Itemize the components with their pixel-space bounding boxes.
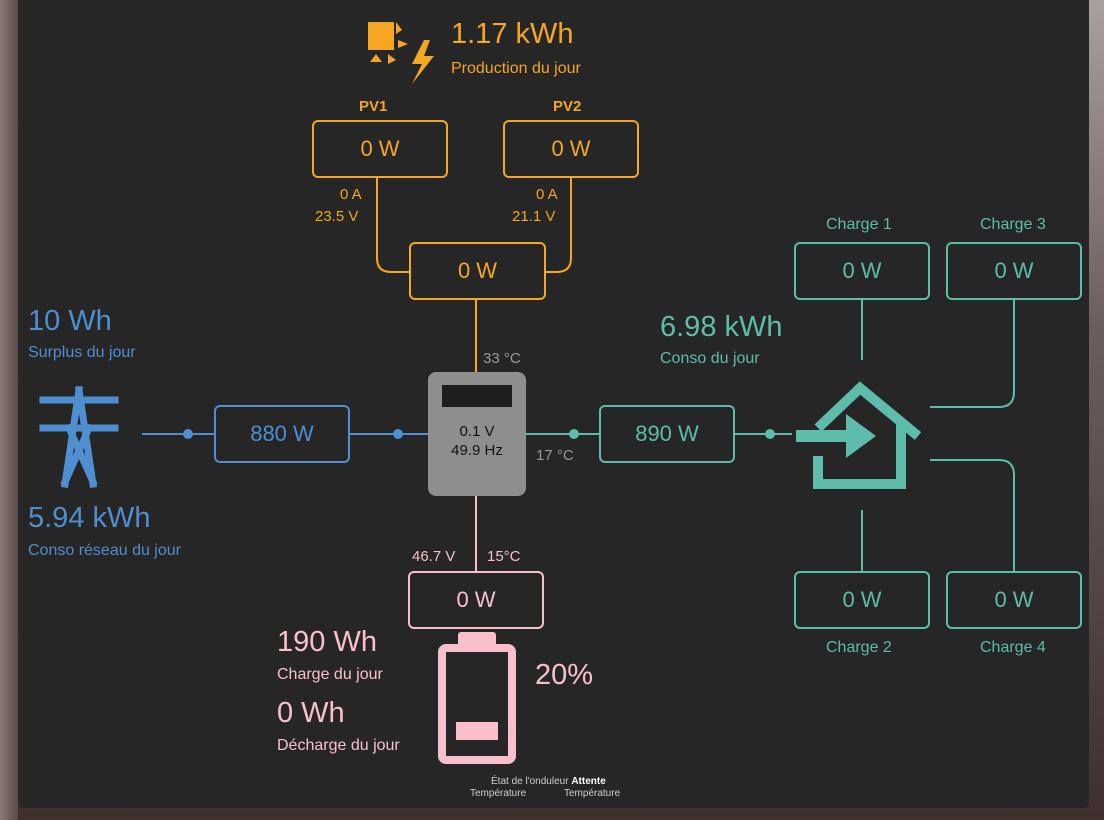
grid-surplus-value: 10 Wh <box>28 305 112 338</box>
inverter-display <box>442 385 512 407</box>
pv1-current: 0 A <box>340 186 362 203</box>
pv2-power-box[interactable]: 0 W <box>503 120 639 178</box>
inverter-voltage: 0.1 V <box>428 423 526 440</box>
production-value: 1.17 kWh <box>451 18 574 51</box>
pv1-voltage: 23.5 V <box>315 208 358 225</box>
footer-temp-label-2: Température <box>564 788 620 799</box>
inverter-temp-top: 33 °C <box>483 350 521 367</box>
inverter-status-label: État de l'onduleur <box>491 776 569 787</box>
inverter-frequency: 49.9 Hz <box>428 442 526 459</box>
inverter-status: État de l'onduleur Attente <box>491 776 606 787</box>
battery-soc: 20% <box>535 659 593 692</box>
footer-temp-label-1: Température <box>470 788 526 799</box>
pv1-power-box[interactable]: 0 W <box>312 120 448 178</box>
battery-icon <box>438 632 516 760</box>
charge3-label: Charge 3 <box>980 216 1046 234</box>
inverter-temp-right: 17 °C <box>536 447 574 464</box>
battery-discharge-label: Décharge du jour <box>277 737 400 755</box>
grid-surplus-label: Surplus du jour <box>28 344 136 362</box>
charge4-label: Charge 4 <box>980 639 1046 657</box>
charge2-power-box[interactable]: 0 W <box>794 571 930 629</box>
pv2-voltage: 21.1 V <box>512 208 555 225</box>
inverter-status-value: Attente <box>571 776 605 787</box>
charge3-power-box[interactable]: 0 W <box>946 242 1082 300</box>
pv2-title: PV2 <box>553 98 581 115</box>
charge1-label: Charge 1 <box>826 216 892 234</box>
charge2-label: Charge 2 <box>826 639 892 657</box>
battery-voltage: 46.7 V <box>412 548 455 565</box>
pv1-title: PV1 <box>359 98 387 115</box>
charge4-power-box[interactable]: 0 W <box>946 571 1082 629</box>
grid-pylon-icon <box>37 384 121 488</box>
load-consumption-label: Conso du jour <box>660 350 760 368</box>
charge1-power-box[interactable]: 0 W <box>794 242 930 300</box>
battery-discharge-value: 0 Wh <box>277 697 345 730</box>
home-import-icon <box>796 380 924 490</box>
battery-charge-value: 190 Wh <box>277 626 377 659</box>
grid-power-box[interactable]: 880 W <box>214 405 350 463</box>
load-consumption-value: 6.98 kWh <box>660 311 783 344</box>
solar-sun-bolt-icon <box>366 20 436 86</box>
load-power-box[interactable]: 890 W <box>599 405 735 463</box>
pv-total-power-box[interactable]: 0 W <box>409 242 546 300</box>
battery-power-box[interactable]: 0 W <box>408 571 544 629</box>
battery-charge-label: Charge du jour <box>277 666 383 684</box>
inverter-device[interactable]: 0.1 V 49.9 Hz <box>428 372 526 496</box>
production-label: Production du jour <box>451 60 581 78</box>
pv2-current: 0 A <box>536 186 558 203</box>
battery-fill-level <box>456 722 498 740</box>
grid-consumption-value: 5.94 kWh <box>28 502 151 535</box>
battery-temp: 15°C <box>487 548 521 565</box>
grid-consumption-label: Conso réseau du jour <box>28 542 181 560</box>
